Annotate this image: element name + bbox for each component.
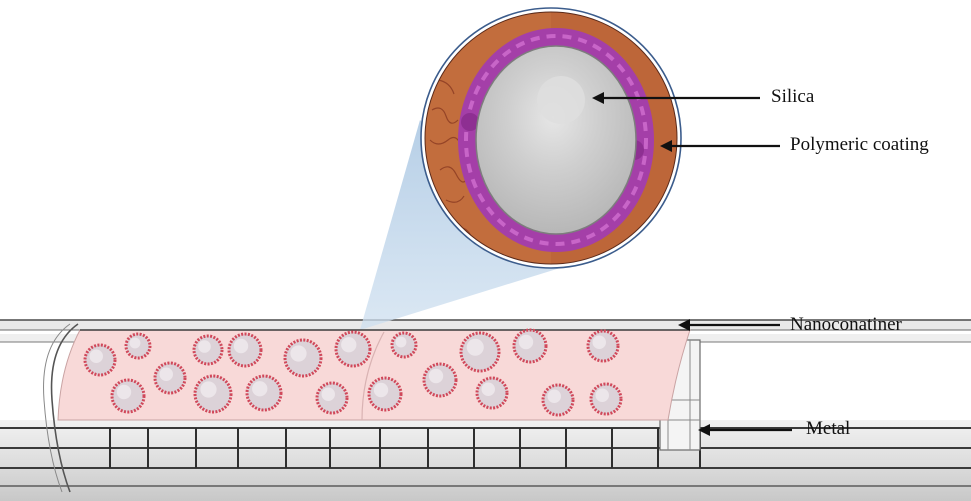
nanocontainer-label: Nanoconatiner	[790, 314, 902, 335]
polymeric-coating-label: Polymeric coating	[790, 134, 929, 155]
nanocontainer-sphere-highlight	[481, 382, 495, 396]
nanocontainer-sphere-highlight	[233, 338, 249, 354]
nanocontainer-sphere-highlight	[373, 382, 389, 398]
nanocontainer-sphere-highlight	[252, 381, 268, 397]
nanocontainer-sphere-highlight	[200, 381, 217, 398]
metal-label: Metal	[806, 418, 851, 439]
nanocontainer-sphere-highlight	[592, 335, 606, 349]
nanocontainer-sphere-highlight	[159, 367, 173, 381]
metal-rod	[0, 319, 971, 501]
nanocontainer-sphere-highlight	[428, 368, 444, 384]
nanocontainer-coating-layer	[57, 328, 691, 421]
label-arrows	[592, 92, 792, 436]
nanocontainer-sphere-highlight	[116, 384, 132, 400]
nanocontainer-sphere-highlight	[321, 387, 335, 401]
silica-label: Silica	[771, 86, 815, 107]
nanocontainer-sphere-highlight	[129, 337, 141, 349]
nanocontainer-sphere-highlight	[466, 338, 484, 356]
nanocontainer-sphere-highlight	[341, 337, 357, 353]
nanocontainer-sphere-highlight	[290, 345, 307, 362]
nanocontainer-sphere-highlight	[89, 349, 103, 363]
nanocontainer-sphere-highlight	[595, 388, 609, 402]
nanocontainer-sphere-highlight	[198, 340, 211, 353]
nanocontainer-sphere-highlight	[518, 334, 534, 350]
nanocontainer-sphere-highlight	[547, 389, 561, 403]
nanocontainer-sphere-highlight	[395, 336, 407, 348]
magnified-nanoparticle	[420, 7, 682, 269]
